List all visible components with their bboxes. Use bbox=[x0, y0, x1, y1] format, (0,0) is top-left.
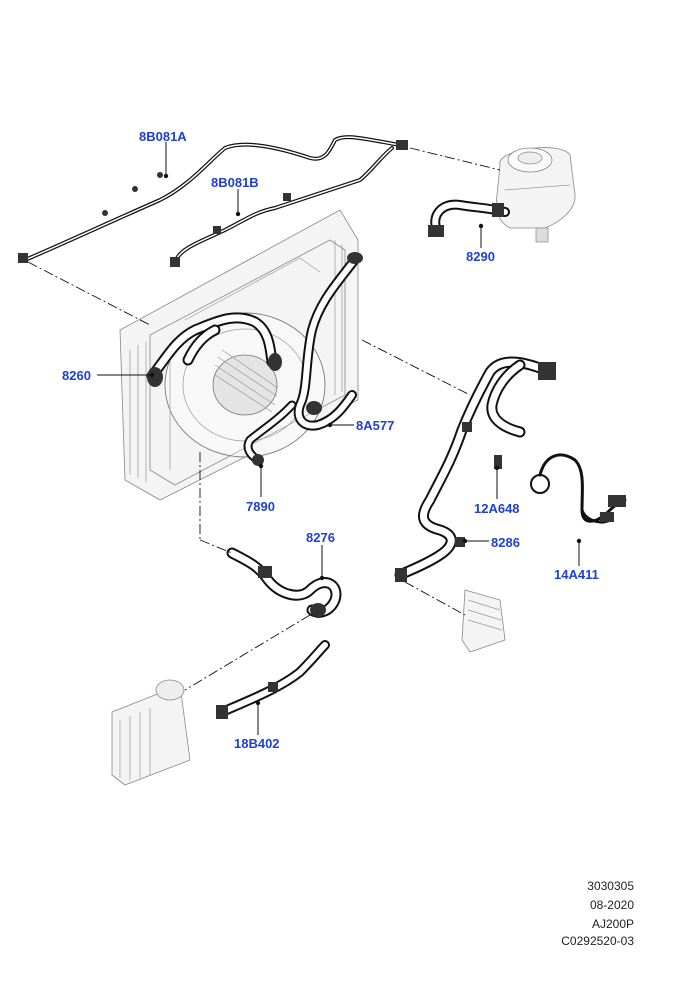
leader-lines bbox=[97, 142, 582, 735]
callout-8276: 8276 bbox=[306, 530, 335, 545]
vent-line-8b081a bbox=[18, 135, 408, 263]
illustration-number: 3030305 bbox=[587, 879, 634, 893]
callout-7890: 7890 bbox=[246, 499, 275, 514]
catalog-reference: C0292520-03 bbox=[561, 934, 634, 948]
intercooler bbox=[111, 679, 191, 786]
hose-7890 bbox=[243, 400, 297, 466]
hose-8290 bbox=[428, 199, 510, 237]
illustration-date: 08-2020 bbox=[589, 898, 634, 912]
hose-8276 bbox=[226, 547, 342, 618]
radiator-assembly bbox=[119, 209, 359, 501]
hose-8286 bbox=[394, 356, 556, 582]
callout-12a648: 12A648 bbox=[474, 501, 520, 516]
callout-8290: 8290 bbox=[466, 249, 495, 264]
oil-cooler bbox=[461, 589, 506, 653]
callout-8a577: 8A577 bbox=[356, 418, 395, 433]
callout-18b402: 18B402 bbox=[234, 736, 280, 751]
callout-8b081b: 8B081B bbox=[211, 175, 259, 190]
hose-8a577 bbox=[293, 252, 363, 431]
callout-8260: 8260 bbox=[62, 368, 91, 383]
relation-lines bbox=[27, 147, 501, 691]
expansion-tank bbox=[496, 147, 576, 243]
engine-code: AJ200P bbox=[591, 917, 634, 931]
callout-8286: 8286 bbox=[491, 535, 520, 550]
sensor-harness-14a411 bbox=[538, 453, 627, 524]
vent-line-8b081b bbox=[170, 146, 394, 267]
hose-8260 bbox=[146, 312, 282, 387]
callout-14a411: 14A411 bbox=[554, 567, 599, 582]
callout-8b081a: 8B081A bbox=[139, 129, 187, 144]
pipe-18b402 bbox=[216, 640, 330, 719]
